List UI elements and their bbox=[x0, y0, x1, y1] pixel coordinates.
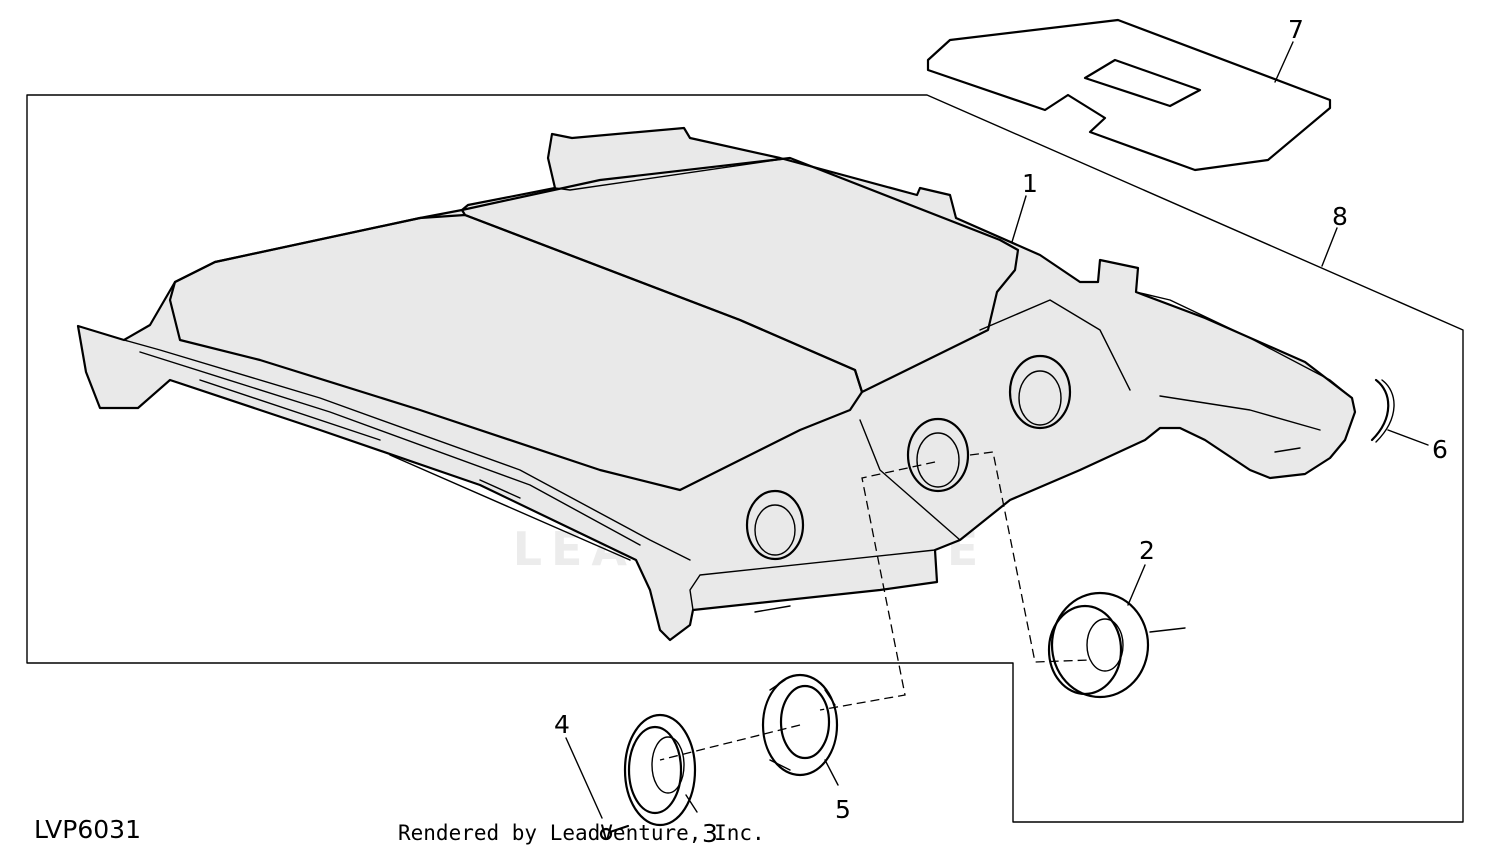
group-outline bbox=[26, 94, 1464, 823]
vent-bezel bbox=[623, 713, 697, 827]
screw bbox=[599, 824, 630, 841]
callout-4: 4 bbox=[554, 710, 570, 739]
vent-openings bbox=[745, 354, 1072, 561]
callout-1: 1 bbox=[1022, 169, 1038, 198]
callout-3: 3 bbox=[702, 819, 718, 848]
callout-6: 6 bbox=[1432, 435, 1448, 464]
callout-7: 7 bbox=[1288, 15, 1304, 44]
assembly-lines bbox=[659, 451, 1186, 761]
render-credit: Rendered by LeadVenture, Inc. bbox=[398, 821, 765, 845]
headliner-shell bbox=[76, 126, 1357, 642]
retaining-clip bbox=[1370, 378, 1395, 443]
insulation-pad bbox=[926, 18, 1332, 172]
leader-lines bbox=[565, 41, 1429, 819]
figure-id: LVP6031 bbox=[34, 815, 141, 844]
callout-8: 8 bbox=[1332, 202, 1348, 231]
vent-ring bbox=[761, 673, 839, 777]
grommet-large bbox=[1047, 591, 1150, 699]
callout-2: 2 bbox=[1139, 536, 1155, 565]
callout-5: 5 bbox=[835, 795, 851, 824]
